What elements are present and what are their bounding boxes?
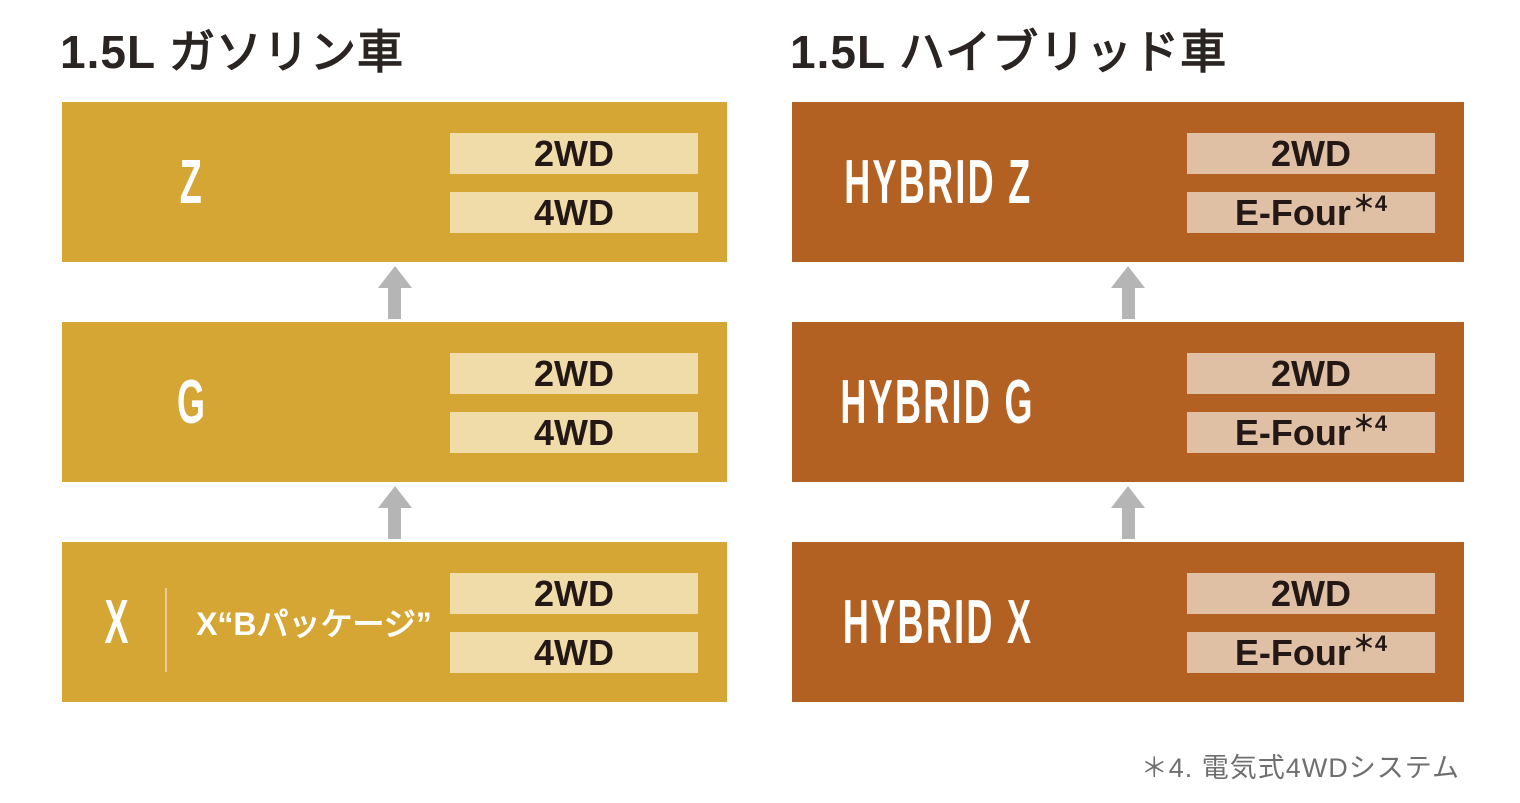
grade-label: HYBRID G — [840, 367, 1036, 437]
drivetrain-badge-4wd: 4WD — [450, 412, 698, 453]
drivetrain-badge-2wd: 2WD — [1187, 573, 1435, 614]
drivetrain-badge-2wd: 2WD — [1187, 133, 1435, 174]
drivetrain-badges: 2WD E-Four＊4 — [1187, 353, 1435, 453]
upgrade-arrow-zone — [62, 482, 727, 542]
grade-label-area: HYBRID Z — [792, 102, 1084, 262]
hybrid-column-title: 1.5L ハイブリッド車 — [790, 26, 1228, 78]
drivetrain-badges: 2WD E-Four＊4 — [1187, 133, 1435, 233]
drivetrain-badge-label: 4WD — [534, 631, 614, 673]
footnote-marker: ＊4 — [1352, 630, 1388, 656]
grade-label-area: Z — [62, 102, 322, 262]
arrow-up-icon — [377, 485, 412, 539]
footnote-marker: ＊4 — [1352, 190, 1388, 216]
upgrade-arrow-zone — [62, 262, 727, 322]
grade-label: HYBRID X — [842, 587, 1034, 657]
drivetrain-badge-label: 4WD — [534, 191, 614, 233]
drivetrain-badge-label: E-Four — [1234, 191, 1351, 233]
drivetrain-badge-e-four: E-Four＊4 — [1187, 412, 1435, 453]
drivetrain-badge-e-four: E-Four＊4 — [1187, 192, 1435, 233]
drivetrain-badge-e-four: E-Four＊4 — [1187, 632, 1435, 673]
drivetrain-badge-label: 2WD — [534, 132, 614, 174]
drivetrain-badge-2wd: 2WD — [450, 133, 698, 174]
grade-label-area: X — [62, 542, 174, 702]
grade-label: HYBRID Z — [843, 147, 1033, 217]
drivetrain-badge-2wd: 2WD — [450, 353, 698, 394]
drivetrain-badge-label: E-Four — [1234, 411, 1351, 453]
drivetrain-badge-4wd: 4WD — [450, 632, 698, 673]
grade-block-hybrid-x: HYBRID X 2WD E-Four＊4 — [792, 542, 1464, 702]
drivetrain-badges: 2WD E-Four＊4 — [1187, 573, 1435, 673]
drivetrain-badge-2wd: 2WD — [450, 573, 698, 614]
drivetrain-badge-label: 2WD — [1271, 352, 1351, 394]
footnote-marker: ＊4 — [1352, 410, 1388, 436]
drivetrain-badge-label: 2WD — [1271, 572, 1351, 614]
grade-sub-label: X“Bパッケージ” — [196, 606, 432, 642]
drivetrain-badge-label: 2WD — [1271, 132, 1351, 174]
grade-label: G — [176, 367, 208, 437]
drivetrain-badge-label: 2WD — [534, 352, 614, 394]
grade-label: X — [104, 587, 132, 657]
arrow-up-icon — [1111, 485, 1145, 539]
drivetrain-badge-2wd: 2WD — [1187, 353, 1435, 394]
grade-divider — [165, 588, 167, 672]
drivetrain-badge-label: E-Four — [1234, 631, 1351, 673]
arrow-up-icon — [1111, 265, 1145, 319]
gasoline-column-title: 1.5L ガソリン車 — [60, 26, 404, 78]
arrow-up-icon — [377, 265, 412, 319]
grade-block-hybrid-z: HYBRID Z 2WD E-Four＊4 — [792, 102, 1464, 262]
grade-block-hybrid-g: HYBRID G 2WD E-Four＊4 — [792, 322, 1464, 482]
footnote: ＊4. 電気式4WDシステム — [1140, 753, 1460, 783]
grade-label-area: HYBRID G — [792, 322, 1084, 482]
grade-label-area: G — [62, 322, 322, 482]
grade-label-area: HYBRID X — [792, 542, 1084, 702]
upgrade-arrow-zone — [792, 482, 1464, 542]
drivetrain-badge-4wd: 4WD — [450, 192, 698, 233]
drivetrain-badge-label: 2WD — [534, 572, 614, 614]
upgrade-arrow-zone — [792, 262, 1464, 322]
grade-label: Z — [179, 147, 205, 217]
drivetrain-badge-label: 4WD — [534, 411, 614, 453]
